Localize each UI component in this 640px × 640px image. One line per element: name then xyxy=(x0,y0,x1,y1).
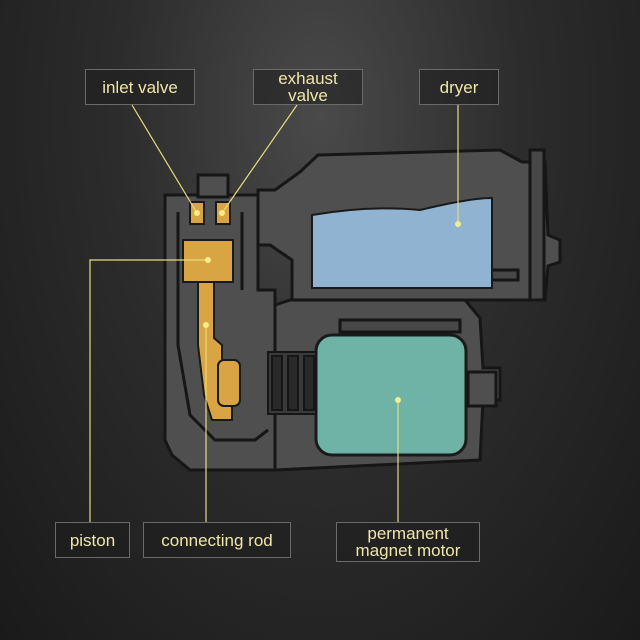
leader-lines xyxy=(89,104,459,522)
motor-end-cap xyxy=(466,370,498,408)
dryer-chamber xyxy=(311,196,493,289)
crank-part xyxy=(217,359,241,407)
label-exhaust-valve: exhaust valve xyxy=(253,69,363,105)
label-dryer-text: dryer xyxy=(439,77,479,97)
drive-gear xyxy=(267,351,317,415)
label-dryer: dryer xyxy=(419,69,499,105)
label-connecting-rod: connecting rod xyxy=(143,522,291,558)
label-inlet-valve-text: inlet valve xyxy=(102,77,178,97)
label-inlet-valve: inlet valve xyxy=(85,69,195,105)
label-exhaust-valve-line1: exhaust xyxy=(278,69,338,88)
label-motor-line1: permanent xyxy=(367,524,449,543)
motor-body xyxy=(314,333,468,457)
label-connecting-rod-text: connecting rod xyxy=(161,530,273,550)
housing-details xyxy=(176,148,546,442)
label-motor-line2: magnet motor xyxy=(355,541,461,560)
label-piston: piston xyxy=(55,522,130,558)
label-motor: permanent magnet motor xyxy=(336,522,480,562)
label-piston-text: piston xyxy=(69,530,116,550)
label-exhaust-valve-line2: valve xyxy=(288,86,328,105)
leader-dots xyxy=(194,210,461,403)
